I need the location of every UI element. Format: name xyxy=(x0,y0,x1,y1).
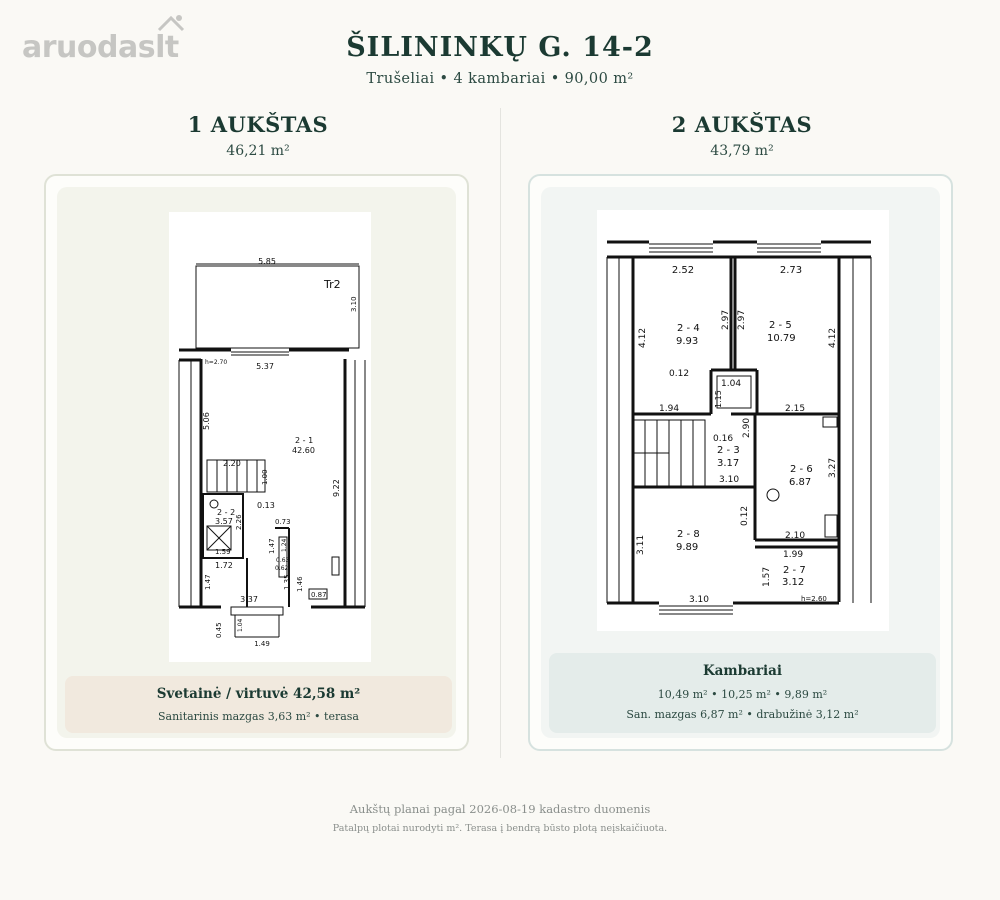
label-dim-215: 2.15 xyxy=(785,404,805,414)
label-dim-157: 1.57 xyxy=(762,567,772,587)
label-dim-159: 1.59 xyxy=(215,548,231,556)
label-dim-412a: 4.12 xyxy=(638,328,648,348)
floor1-area: 46,21 m² xyxy=(226,143,290,159)
label-r28-area: 9.89 xyxy=(676,542,698,553)
label-room22-area: 3.57 xyxy=(215,517,233,526)
label-dim-290: 2.90 xyxy=(742,418,752,438)
label-r24-area: 9.93 xyxy=(676,336,698,347)
label-dim-311: 3.11 xyxy=(636,535,646,555)
logo-house-icon xyxy=(158,15,185,32)
label-left-height: 5.06 xyxy=(202,412,211,430)
label-height-2: h=2.60 xyxy=(801,595,827,603)
label-stair-w: 2.20 xyxy=(223,459,241,468)
label-room21-id: 2 - 1 xyxy=(295,436,313,445)
label-dim-147b: 1.47 xyxy=(204,574,212,590)
label-dim-146: 1.46 xyxy=(296,576,304,592)
floor2-card-inner: 2.52 2.73 2.97 2.97 4.12 4.12 2 - 4 9.93… xyxy=(541,187,940,738)
label-dim-337: 3.37 xyxy=(240,595,258,604)
label-terrace-name: Tr2 xyxy=(323,278,341,291)
label-r23-id: 2 - 3 xyxy=(717,445,740,456)
label-dim-016: 0.16 xyxy=(713,434,733,444)
label-dim-194: 1.94 xyxy=(659,404,679,414)
label-dim-327: 3.27 xyxy=(828,458,838,478)
floor1-plan[interactable]: 5.85 Tr2 3.10 h=2.70 5.37 5.06 2 - 1 42.… xyxy=(169,212,371,662)
label-dim-012a: 0.12 xyxy=(669,369,689,379)
label-dim-297b: 2.97 xyxy=(737,310,747,330)
label-dim-226: 2.26 xyxy=(235,514,243,530)
label-dim-297a: 2.97 xyxy=(721,310,731,330)
page-title: ŠILININKŲ G. 14-2 xyxy=(346,32,654,63)
floor2-card: 2.52 2.73 2.97 2.97 4.12 4.12 2 - 4 9.93… xyxy=(528,174,953,751)
label-dim-045: 0.45 xyxy=(215,622,223,638)
label-dim-124: 1.24 xyxy=(281,538,288,552)
logo-word: aruodas xyxy=(22,30,156,65)
floor1-card-inner: 5.85 Tr2 3.10 h=2.70 5.37 5.06 2 - 1 42.… xyxy=(57,187,456,738)
label-r25-width: 2.73 xyxy=(780,265,802,276)
label-dim-172: 1.72 xyxy=(215,561,233,570)
floor2-plan-drawing: 2.52 2.73 2.97 2.97 4.12 4.12 2 - 4 9.93… xyxy=(606,240,872,615)
label-stair-h: 1.00 xyxy=(261,469,269,485)
label-dim-310b: 3.10 xyxy=(689,595,709,605)
label-r27-id: 2 - 7 xyxy=(783,565,806,576)
label-dim-104: 1.04 xyxy=(721,379,741,389)
label-r25-area: 10.79 xyxy=(767,333,796,344)
footer-source: Aukštų planai pagal 2026-08-19 kadastro … xyxy=(349,802,651,816)
floor2-plan[interactable]: 2.52 2.73 2.97 2.97 4.12 4.12 2 - 4 9.93… xyxy=(597,210,889,631)
label-r26-id: 2 - 6 xyxy=(790,464,813,475)
label-r27-area: 3.12 xyxy=(782,577,804,588)
label-dim-115: 1.15 xyxy=(714,390,723,408)
label-dim-147a: 1.47 xyxy=(268,538,276,554)
floor2-heading: 2 AUKŠTAS 43,79 m² xyxy=(512,112,972,159)
label-dim-149: 1.49 xyxy=(254,640,270,648)
label-terrace-depth: 3.10 xyxy=(350,296,358,312)
floor1-name: 1 AUKŠTAS xyxy=(187,112,329,137)
label-terrace-width: 5.85 xyxy=(258,257,276,266)
floor1-summary: Svetainė / virtuvė 42,58 m² Sanitarinis … xyxy=(65,676,452,733)
floor2-summary-rooms: 10,49 m² • 10,25 m² • 9,89 m² xyxy=(657,688,828,701)
label-r25-id: 2 - 5 xyxy=(769,320,792,331)
label-dim-412b: 4.12 xyxy=(828,328,838,348)
floor2-summary: Kambariai 10,49 m² • 10,25 m² • 9,89 m² … xyxy=(549,653,936,733)
floor1-summary-title: Svetainė / virtuvė 42,58 m² xyxy=(156,686,361,702)
floor2-area: 43,79 m² xyxy=(710,143,774,159)
label-height-1: h=2.70 xyxy=(205,359,227,366)
label-room21-area: 42.60 xyxy=(292,446,315,455)
label-dim-073: 0.73 xyxy=(275,518,291,526)
label-r24-id: 2 - 4 xyxy=(677,323,700,334)
label-dim-135: 1.35 xyxy=(283,574,291,590)
label-r28-id: 2 - 8 xyxy=(677,529,700,540)
label-dim-199: 1.99 xyxy=(783,550,803,560)
label-room22-id: 2 - 2 xyxy=(217,508,235,517)
label-dim-104: 1.04 xyxy=(237,618,244,632)
floor2-name: 2 AUKŠTAS xyxy=(671,112,813,137)
floor1-heading: 1 AUKŠTAS 46,21 m² xyxy=(28,112,488,159)
label-top-width: 5.37 xyxy=(256,362,274,371)
label-r24-width: 2.52 xyxy=(672,265,694,276)
page-subtitle: Trušeliai • 4 kambariai • 90,00 m² xyxy=(366,71,634,87)
floor1-plan-drawing: 5.85 Tr2 3.10 h=2.70 5.37 5.06 2 - 1 42.… xyxy=(178,257,366,648)
floor2-summary-other: San. mazgas 6,87 m² • drabužinė 3,12 m² xyxy=(626,708,859,721)
label-r26-area: 6.87 xyxy=(789,477,811,488)
label-dim-012b: 0.12 xyxy=(740,506,750,526)
label-dim-087: 0.87 xyxy=(311,591,327,599)
floor1-card: 5.85 Tr2 3.10 h=2.70 5.37 5.06 2 - 1 42.… xyxy=(44,174,469,751)
label-dim-210: 2.10 xyxy=(785,531,805,541)
label-dim-063: 0.63 xyxy=(276,557,290,564)
floor1-summary-sub: Sanitarinis mazgas 3,63 m² • terasa xyxy=(158,710,359,723)
label-dim-013: 0.13 xyxy=(257,501,275,510)
listing-header: ŠILININKŲ G. 14-2 Trušeliai • 4 kambaria… xyxy=(0,32,1000,87)
label-dim-062: 0.62 xyxy=(275,565,289,572)
label-dim-310a: 3.10 xyxy=(719,475,739,485)
column-divider xyxy=(500,108,501,758)
logo-suffix: lt xyxy=(155,15,185,65)
floor2-summary-title: Kambariai xyxy=(702,663,783,679)
footer-note: Patalpų plotai nurodyti m². Terasa į ben… xyxy=(332,823,668,834)
label-right-height: 9.22 xyxy=(332,479,341,497)
label-r23-area: 3.17 xyxy=(717,458,739,469)
